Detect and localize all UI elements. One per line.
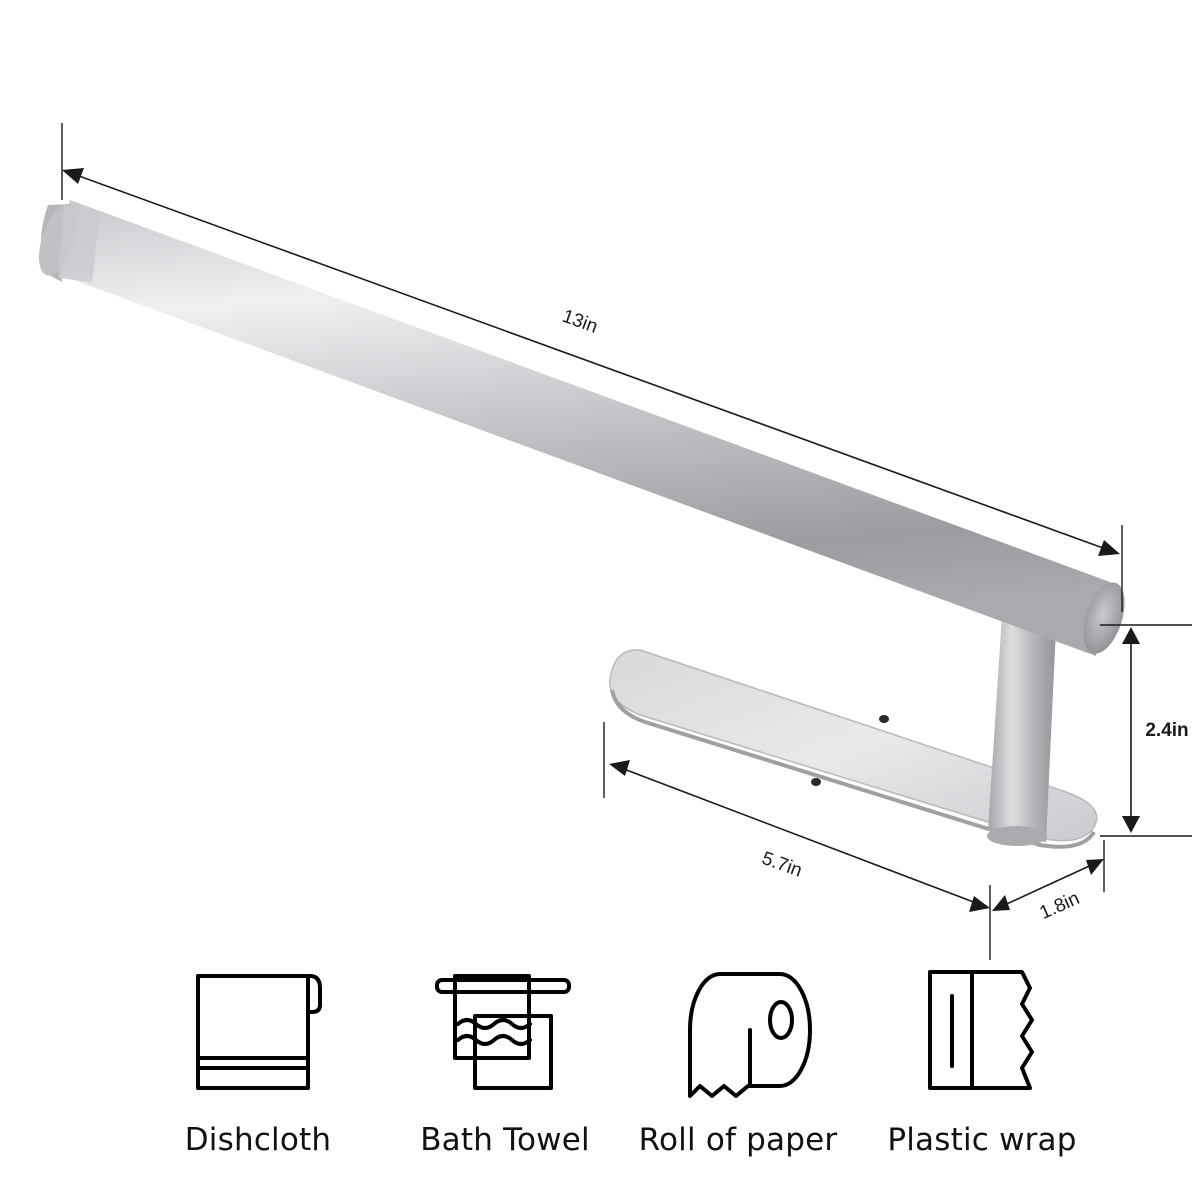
- caption-bath-towel: Bath Towel: [420, 1122, 590, 1158]
- support-post: [987, 615, 1056, 846]
- dimension-base-width: 1.8in: [989, 840, 1105, 960]
- base-width-label: 1.8in: [1037, 888, 1083, 924]
- dimension-height: 2.4in: [1100, 624, 1192, 837]
- mounting-plate: [609, 649, 1098, 849]
- bath-towel-icon: [435, 974, 571, 1090]
- rod-end-cap: [1083, 582, 1125, 654]
- base-length-label: 5.7in: [759, 848, 805, 882]
- towel-rod: [38, 200, 1125, 656]
- height-label: 2.4in: [1145, 720, 1188, 741]
- length-label: 13in: [559, 306, 600, 338]
- plastic-wrap-icon: [928, 970, 1034, 1090]
- paper-roll-icon: [688, 972, 812, 1098]
- screw-hole: [879, 715, 889, 723]
- caption-roll-of-paper: Roll of paper: [638, 1122, 838, 1158]
- screw-hole: [811, 778, 821, 786]
- caption-dishcloth: Dishcloth: [184, 1122, 332, 1158]
- dishcloth-icon: [196, 974, 322, 1090]
- caption-plastic-wrap: Plastic wrap: [887, 1122, 1077, 1158]
